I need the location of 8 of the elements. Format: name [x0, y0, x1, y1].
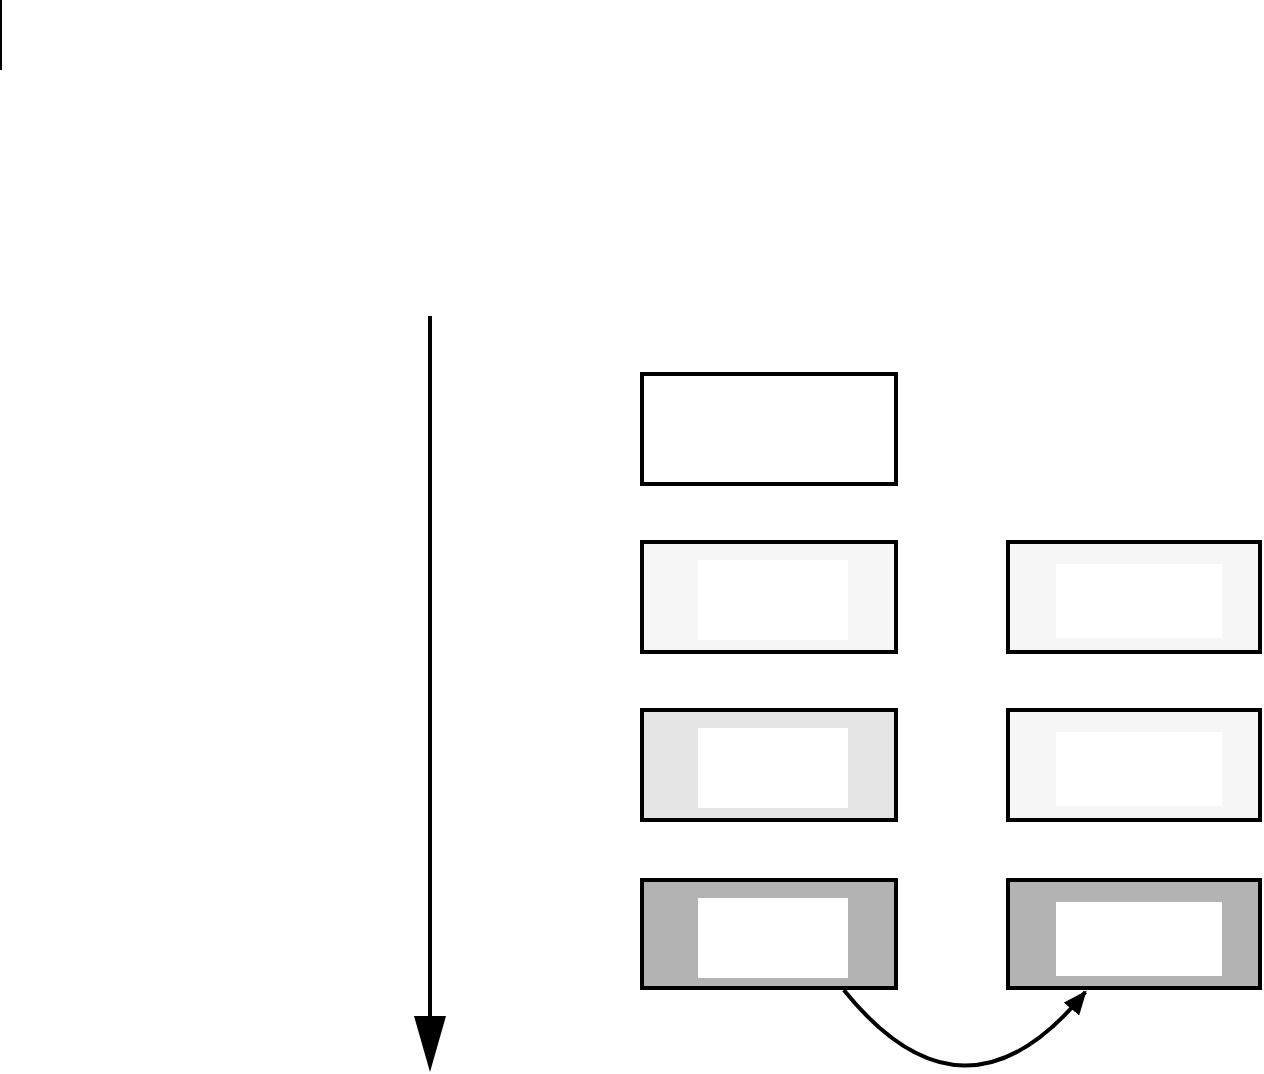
stage-box [1006, 878, 1262, 990]
stage-box [1006, 540, 1262, 654]
stage-box [640, 372, 898, 486]
stage-box [640, 708, 898, 822]
stage-box [640, 540, 898, 654]
stage-box [640, 878, 898, 990]
stage-box [1006, 708, 1262, 822]
curved-arrow [842, 988, 1087, 1068]
